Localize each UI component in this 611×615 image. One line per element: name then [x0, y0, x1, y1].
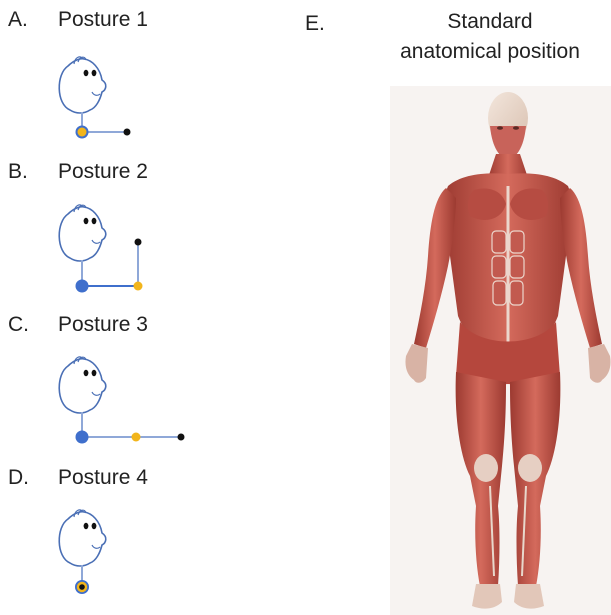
panel-b-label: Posture 2 — [58, 160, 148, 184]
panel-a-letter: A. — [8, 8, 28, 32]
posture-2-diagram — [50, 200, 160, 300]
joint-blue — [76, 280, 89, 293]
panel-b-letter: B. — [8, 160, 28, 184]
joint-blue — [76, 431, 89, 444]
panel-c-label: Posture 3 — [58, 313, 148, 337]
head-icon — [59, 205, 106, 261]
panel-a-label: Posture 1 — [58, 8, 148, 32]
joint-yellow — [132, 433, 141, 442]
joint-black — [79, 584, 85, 590]
joint-black — [124, 129, 131, 136]
posture-1-diagram — [50, 52, 160, 147]
posture-3-diagram — [50, 352, 190, 452]
head-icon — [59, 57, 106, 113]
panel-e-title-line2: anatomical position — [370, 38, 610, 66]
joint-black — [178, 434, 185, 441]
head-icon — [59, 357, 106, 413]
joint-yellow — [78, 128, 87, 137]
figure-left-foot — [472, 584, 502, 609]
anatomical-figure-image — [390, 86, 611, 615]
panel-e-title-line1: Standard — [370, 8, 610, 36]
figure-right-foot — [514, 584, 544, 609]
posture-4-diagram — [50, 505, 160, 605]
panel-c-letter: C. — [8, 313, 29, 337]
joint-black — [135, 239, 142, 246]
panel-d-label: Posture 4 — [58, 466, 148, 490]
head-icon — [59, 510, 106, 566]
panel-d-letter: D. — [8, 466, 29, 490]
panel-e-letter: E. — [305, 12, 325, 36]
joint-yellow — [134, 282, 143, 291]
